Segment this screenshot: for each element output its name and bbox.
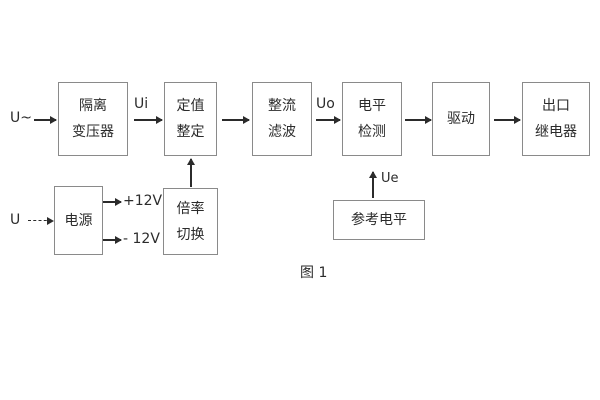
- signal-ue-label: Ue: [381, 171, 399, 186]
- block-setting-value-line2: 整定: [176, 124, 205, 140]
- arrow-drive-to-output-relay: [494, 119, 520, 121]
- arrow-reference-to-level-detection: [372, 172, 374, 198]
- arrow-setting-to-rectify: [222, 119, 249, 121]
- block-isolation-transformer[interactable]: 隔离 变压器: [58, 82, 128, 156]
- arrow-rail-positive: [103, 201, 121, 203]
- block-power-supply-line1: 电源: [64, 212, 93, 229]
- arrow-isolation-to-setting: [134, 119, 162, 121]
- block-rectify-filter-line2: 滤波: [268, 124, 296, 140]
- block-reference-level[interactable]: 参考电平: [333, 200, 425, 240]
- block-rectify-filter-line1: 整流: [268, 98, 296, 114]
- rail-positive-label: +12V: [123, 193, 163, 209]
- input-ac-label: U~: [10, 110, 32, 126]
- block-output-relay-line2: 继电器: [535, 124, 577, 140]
- block-level-detection[interactable]: 电平 检测: [342, 82, 402, 156]
- block-output-relay-line1: 出口: [542, 98, 570, 114]
- block-drive[interactable]: 驱动: [432, 82, 490, 156]
- block-power-supply[interactable]: 电源: [54, 186, 103, 255]
- block-isolation-transformer-line2: 变压器: [72, 124, 114, 140]
- arrow-rectify-to-level: [316, 119, 340, 121]
- arrow-rail-negative: [103, 239, 121, 241]
- block-setting-value[interactable]: 定值 整定: [164, 82, 217, 156]
- arrow-multiplier-to-setting: [190, 159, 192, 187]
- block-level-detection-line1: 电平: [358, 98, 386, 114]
- block-reference-level-line1: 参考电平: [351, 212, 407, 228]
- arrow-input-to-isolation: [34, 119, 56, 121]
- figure-caption: 图 1: [300, 265, 328, 281]
- block-isolation-transformer-line1: 隔离: [79, 98, 107, 114]
- block-level-detection-line2: 检测: [358, 124, 386, 140]
- input-dc-label: U: [10, 212, 21, 228]
- block-setting-value-line1: 定值: [176, 98, 205, 114]
- block-output-relay[interactable]: 出口 继电器: [522, 82, 590, 156]
- signal-uo-label: Uo: [316, 96, 335, 112]
- arrow-level-to-drive: [405, 119, 431, 121]
- arrow-input-to-power-supply: [28, 220, 52, 221]
- block-rectify-filter[interactable]: 整流 滤波: [252, 82, 312, 156]
- block-multiplier-switch[interactable]: 倍率 切换: [163, 188, 218, 255]
- block-drive-line1: 驱动: [447, 111, 475, 127]
- rail-negative-label: - 12V: [123, 231, 160, 247]
- block-multiplier-switch-line2: 切换: [176, 226, 205, 243]
- block-multiplier-switch-line1: 倍率: [176, 200, 205, 217]
- signal-ui-label: Ui: [134, 96, 149, 112]
